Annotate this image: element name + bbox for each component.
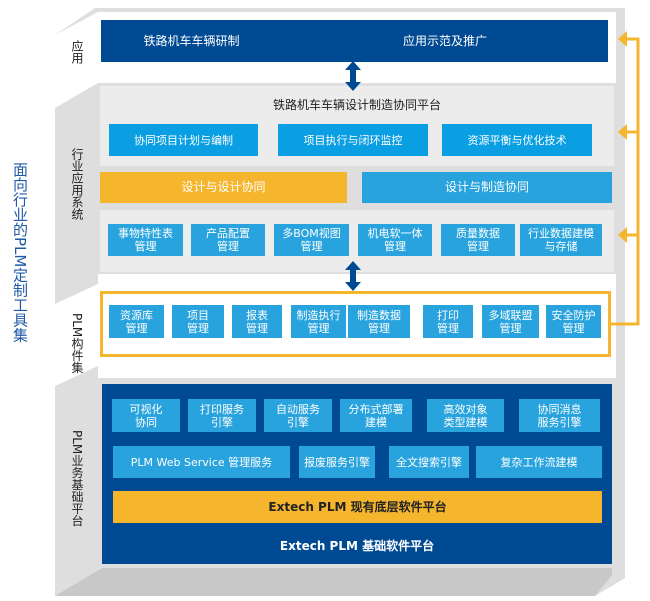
tab-application-bg (55, 12, 98, 108)
collab-design-manufacturing[interactable]: 设计与制造协同 (362, 172, 612, 203)
side-title: 面向行业的PLM定制工具集 (11, 162, 29, 343)
industry-module[interactable]: 产品配置 管理 (191, 224, 265, 256)
industry-module[interactable]: 质量数据 管理 (441, 224, 515, 256)
double-arrow-icon (345, 61, 361, 91)
foundation-service[interactable]: 打印服务 引擎 (188, 399, 256, 432)
industry-item[interactable]: 资源平衡与优化技术 (442, 124, 592, 156)
existing-platform-bar: Extech PLM 现有底层软件平台 (113, 491, 602, 523)
app-item-railway-rd[interactable]: 铁路机车车辆研制 (101, 20, 282, 62)
industry-module[interactable]: 多BOM视图 管理 (274, 224, 349, 256)
foundation-service[interactable]: 高效对象 类型建模 (427, 399, 504, 432)
component-item[interactable]: 多域联盟 管理 (482, 305, 539, 338)
tab-components-bg (55, 284, 98, 386)
foundation-service[interactable]: 协同消息 服务引擎 (519, 399, 600, 432)
foundation-service[interactable]: 自动服务 引擎 (264, 399, 332, 432)
foundation-engine[interactable]: 全文搜索引擎 (389, 446, 469, 478)
component-item[interactable]: 报表 管理 (232, 305, 282, 338)
layer-label-application: 应用 (70, 40, 84, 64)
arrow-left-icon (618, 31, 627, 47)
component-item[interactable]: 资源库 管理 (109, 305, 164, 338)
industry-module[interactable]: 行业数据建模 与存储 (520, 224, 602, 256)
industry-item[interactable]: 协同项目计划与编制 (109, 124, 258, 156)
foundation-service[interactable]: 分布式部署 建模 (340, 399, 412, 432)
frame-bottom-bevel (55, 568, 612, 596)
arrow-left-icon (618, 124, 627, 140)
foundation-engine[interactable]: 报废服务引擎 (299, 446, 375, 478)
platform-title: 铁路机车车辆设计制造协同平台 (272, 98, 441, 112)
industry-module[interactable]: 机电软一体 管理 (358, 224, 432, 256)
feedback-line (609, 37, 640, 326)
collab-design-design[interactable]: 设计与设计协同 (100, 172, 347, 203)
arrow-left-icon (618, 227, 627, 243)
double-arrow-icon (345, 261, 361, 291)
foundation-engine[interactable]: 复杂工作流建模 (476, 446, 602, 478)
component-item[interactable]: 制造执行 管理 (291, 305, 346, 338)
app-item-demo-promotion[interactable]: 应用示范及推广 (282, 20, 608, 62)
component-item[interactable]: 打印 管理 (423, 305, 473, 338)
component-item[interactable]: 安全防护 管理 (546, 305, 601, 338)
layer-label-industry: 行业应用系统 (70, 148, 84, 220)
layer-label-components: PLM构件集 (70, 313, 84, 374)
component-item[interactable]: 项目 管理 (172, 305, 224, 338)
foundation-service[interactable]: 可视化 协同 (112, 399, 180, 432)
layer-label-foundation: PLM业务基础平台 (70, 430, 84, 527)
industry-module[interactable]: 事物特性表 管理 (108, 224, 183, 256)
foundation-engine[interactable]: PLM Web Service 管理服务 (113, 446, 290, 478)
component-item[interactable]: 制造数据 管理 (348, 305, 410, 338)
base-platform-title: Extech PLM 基础软件平台 (279, 538, 435, 553)
industry-item[interactable]: 项目执行与闭环监控 (278, 124, 428, 156)
